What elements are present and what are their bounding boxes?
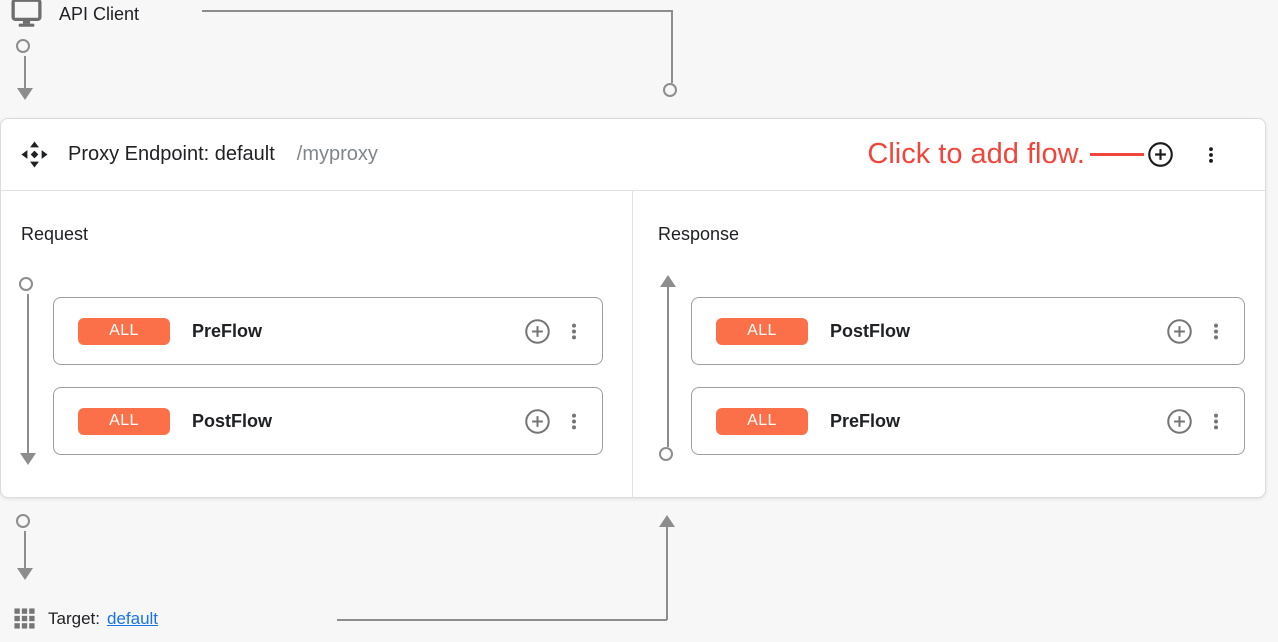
flow-menu-button[interactable]	[564, 409, 584, 434]
api-client-label: API Client	[59, 4, 140, 24]
proxy-endpoint-header: Proxy Endpoint: default /myproxy Click t…	[1, 119, 1265, 191]
connector-arrow-down	[17, 568, 33, 580]
target-label: Target:	[48, 608, 100, 628]
proxy-endpoint-basepath: /myproxy	[296, 143, 378, 165]
target-default-link[interactable]: default	[106, 608, 159, 628]
kebab-menu-icon	[1214, 413, 1218, 429]
flow-card-response-preflow[interactable]: ALL PreFlow	[691, 387, 1245, 455]
connector-arrow-up	[659, 515, 675, 527]
connector-arrow-down	[17, 88, 33, 100]
kebab-menu-icon	[572, 413, 576, 429]
plus-circle-icon	[1167, 318, 1192, 344]
flow-name: PreFlow	[192, 320, 263, 341]
response-column-label: Response	[658, 224, 740, 244]
monitor-icon	[11, 0, 42, 27]
connector-arrow-down	[20, 453, 36, 465]
flow-card-request-preflow[interactable]: ALL PreFlow	[53, 297, 603, 365]
plus-circle-icon	[525, 408, 550, 434]
target-endpoint: Target: default	[13, 607, 158, 630]
endpoint-menu-button[interactable]	[1201, 143, 1221, 167]
connector-line	[27, 294, 29, 453]
condition-badge: ALL	[716, 317, 808, 345]
kebab-menu-icon	[1209, 146, 1213, 163]
proxy-endpoint-body: Request ALL PreFlow	[1, 191, 1265, 497]
request-column-label: Request	[21, 224, 89, 244]
proxy-endpoint-title: Proxy Endpoint: default	[68, 143, 275, 165]
flow-name: PostFlow	[192, 410, 272, 431]
connector-node	[663, 83, 677, 97]
plus-circle-icon	[525, 318, 550, 344]
api-client: API Client	[11, 0, 139, 28]
add-policy-button[interactable]	[524, 318, 551, 345]
column-divider	[632, 191, 633, 497]
connector-node	[16, 39, 30, 53]
flow-card-response-postflow[interactable]: ALL PostFlow	[691, 297, 1245, 365]
add-policy-button[interactable]	[524, 408, 551, 435]
connector-arrow-up	[660, 275, 676, 287]
target-grid-icon	[14, 608, 35, 629]
add-flow-annotation: Click to add flow.	[867, 138, 1085, 170]
plus-circle-icon	[1167, 408, 1192, 434]
flow-menu-button[interactable]	[1206, 319, 1226, 344]
flow-menu-button[interactable]	[1206, 409, 1226, 434]
proxy-endpoint-icon	[21, 141, 48, 168]
add-policy-button[interactable]	[1166, 318, 1193, 345]
connector-line	[202, 10, 673, 12]
connector-line	[666, 527, 668, 620]
condition-badge: ALL	[78, 407, 170, 435]
add-policy-button[interactable]	[1166, 408, 1193, 435]
annotation-pointer-line	[1090, 153, 1144, 156]
flow-name: PreFlow	[830, 410, 901, 431]
connector-line	[337, 619, 667, 621]
flow-name: PostFlow	[830, 320, 910, 341]
connector-line	[24, 56, 26, 88]
connector-node	[16, 514, 30, 528]
flow-menu-button[interactable]	[564, 319, 584, 344]
kebab-menu-icon	[1214, 323, 1218, 339]
connector-line	[24, 531, 26, 568]
connector-node	[659, 447, 673, 461]
condition-badge: ALL	[78, 317, 170, 345]
connector-node	[19, 277, 33, 291]
plus-circle-icon	[1148, 142, 1173, 167]
flow-card-request-postflow[interactable]: ALL PostFlow	[53, 387, 603, 455]
connector-line	[667, 287, 669, 447]
condition-badge: ALL	[716, 407, 808, 435]
connector-line	[671, 11, 673, 83]
kebab-menu-icon	[572, 323, 576, 339]
add-flow-button[interactable]	[1147, 141, 1174, 168]
proxy-endpoint-panel: Proxy Endpoint: default /myproxy Click t…	[0, 118, 1266, 498]
